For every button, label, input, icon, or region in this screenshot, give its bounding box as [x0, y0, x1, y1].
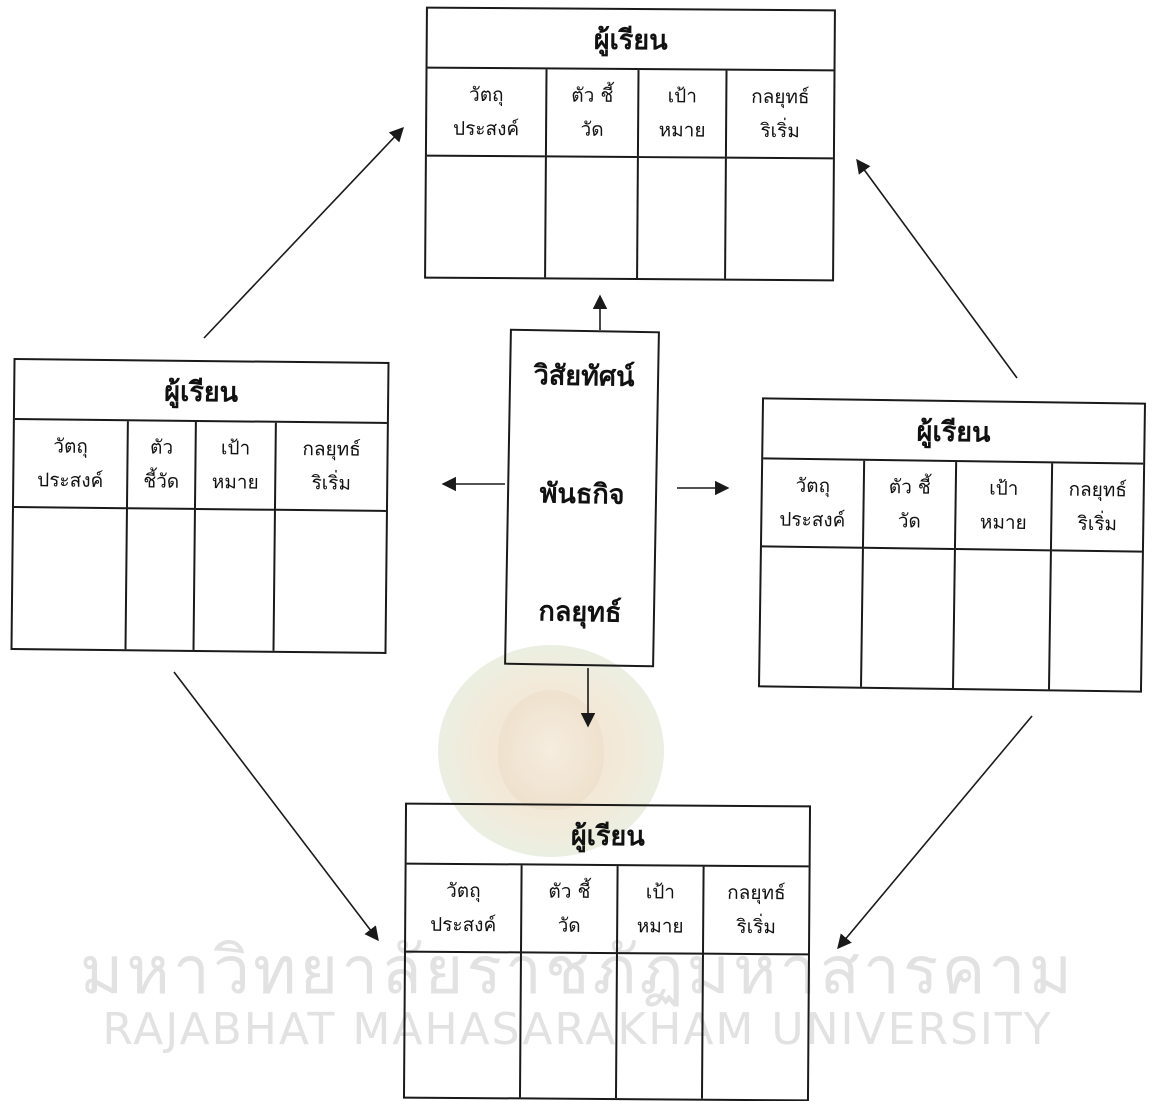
column-label: ประสงค์ — [430, 913, 497, 937]
column-target: เป้าหมาย — [616, 866, 705, 1099]
mission-label: พันธกิจ — [539, 478, 625, 511]
column-label: วัด — [580, 118, 604, 141]
column-label: ประสงค์ — [779, 508, 846, 532]
arrow-left-to-bottom — [173, 671, 379, 942]
column-label: ริเริ่ม — [760, 119, 800, 143]
column-label: เป้า — [989, 477, 1019, 500]
column-target: เป้าหมาย — [194, 421, 277, 651]
vision-label: วิสัยทัศน์ — [533, 360, 635, 393]
column-initiative: กลยุทธ์ริเริ่ม — [726, 70, 834, 280]
column-label: ริเริ่ม — [736, 915, 776, 939]
student-table-left: ผู้เรียน วัตถุประสงค์ ตัวชี้วัด เป้าหมาย… — [10, 358, 390, 654]
column-label: วัตถุ — [795, 474, 831, 498]
column-label: ตัว ชี้ — [888, 476, 931, 499]
column-label: ตัว ชี้ — [571, 84, 614, 107]
column-label: กลยุทธ์ — [727, 881, 786, 905]
column-label: ประสงค์ — [452, 117, 520, 141]
column-initiative: กลยุทธ์ริเริ่ม — [274, 422, 387, 652]
column-label: ประสงค์ — [37, 469, 104, 492]
arrow-right-to-bottom — [837, 715, 1033, 950]
column-target: เป้าหมาย — [638, 70, 728, 279]
column-label: เป้า — [220, 437, 251, 460]
watermark-text-thai: มหาวิทยาลัยราชภัฏมหาสารคาม — [79, 932, 1076, 1009]
column-objective: วัตถุประสงค์ — [426, 68, 548, 278]
column-label: กลยุทธ์ — [302, 438, 361, 461]
column-objective: วัตถุประสงค์ — [12, 420, 129, 650]
column-objective: วัตถุประสงค์ — [760, 459, 866, 687]
column-initiative: กลยุทธ์ริเริ่ม — [703, 866, 809, 1100]
column-label: กลยุทธ์ — [1068, 478, 1128, 502]
student-table-right: ผู้เรียน วัตถุประสงค์ ตัว ชี้วัด เป้าหมา… — [757, 397, 1147, 693]
column-label: วัตถุ — [53, 435, 88, 458]
column-target: เป้าหมาย — [954, 462, 1054, 690]
column-indicator: ตัว ชี้วัด — [546, 69, 640, 279]
column-label: วัตถุ — [468, 83, 504, 107]
student-table-bottom: ผู้เรียน วัตถุประสงค์ ตัว ชี้วัด เป้าหมา… — [402, 802, 812, 1101]
vision-mission-strategy-box: วิสัยทัศน์ พันธกิจ กลยุทธ์ — [504, 328, 660, 668]
column-label: วัตถุ — [446, 879, 481, 903]
column-label: หมาย — [658, 119, 706, 142]
watermark-text-english: RAJABHAT MAHASARAKHAM UNIVERSITY — [102, 1004, 1053, 1055]
column-indicator: ตัว ชี้วัด — [520, 865, 619, 1099]
column-label: ตัว ชี้ — [548, 880, 591, 903]
table-header: ผู้เรียน — [763, 399, 1144, 465]
table-header: ผู้เรียน — [14, 360, 388, 424]
column-label: วัด — [897, 510, 921, 533]
student-table-top: ผู้เรียน วัตถุประสงค์ ตัว ชี้วัด เป้าหมา… — [424, 6, 836, 282]
arrow-right-to-top — [856, 158, 1018, 379]
column-objective: วัตถุประสงค์ — [404, 864, 523, 1098]
column-label: หมาย — [636, 915, 684, 938]
column-label: ริเริ่ม — [311, 472, 352, 495]
column-label: วัด — [557, 914, 581, 937]
table-header: ผู้เรียน — [406, 804, 810, 868]
column-indicator: ตัวชี้วัด — [126, 421, 197, 650]
column-label: เป้า — [667, 85, 698, 108]
column-label: ริเริ่ม — [1077, 512, 1118, 536]
column-label: ชี้วัด — [143, 470, 180, 493]
column-initiative: กลยุทธ์ริเริ่ม — [1050, 463, 1144, 690]
seal-emblem-watermark — [498, 690, 604, 810]
column-label: กลยุทธ์ — [751, 85, 810, 109]
strategy-label: กลยุทธ์ — [538, 596, 622, 629]
column-label: เป้า — [645, 881, 676, 904]
column-label: หมาย — [211, 471, 259, 494]
column-indicator: ตัว ชี้วัด — [862, 460, 958, 689]
column-label: หมาย — [979, 511, 1027, 535]
column-label: ตัว — [149, 436, 174, 459]
table-header: ผู้เรียน — [427, 8, 834, 72]
arrow-left-to-top — [203, 126, 404, 339]
